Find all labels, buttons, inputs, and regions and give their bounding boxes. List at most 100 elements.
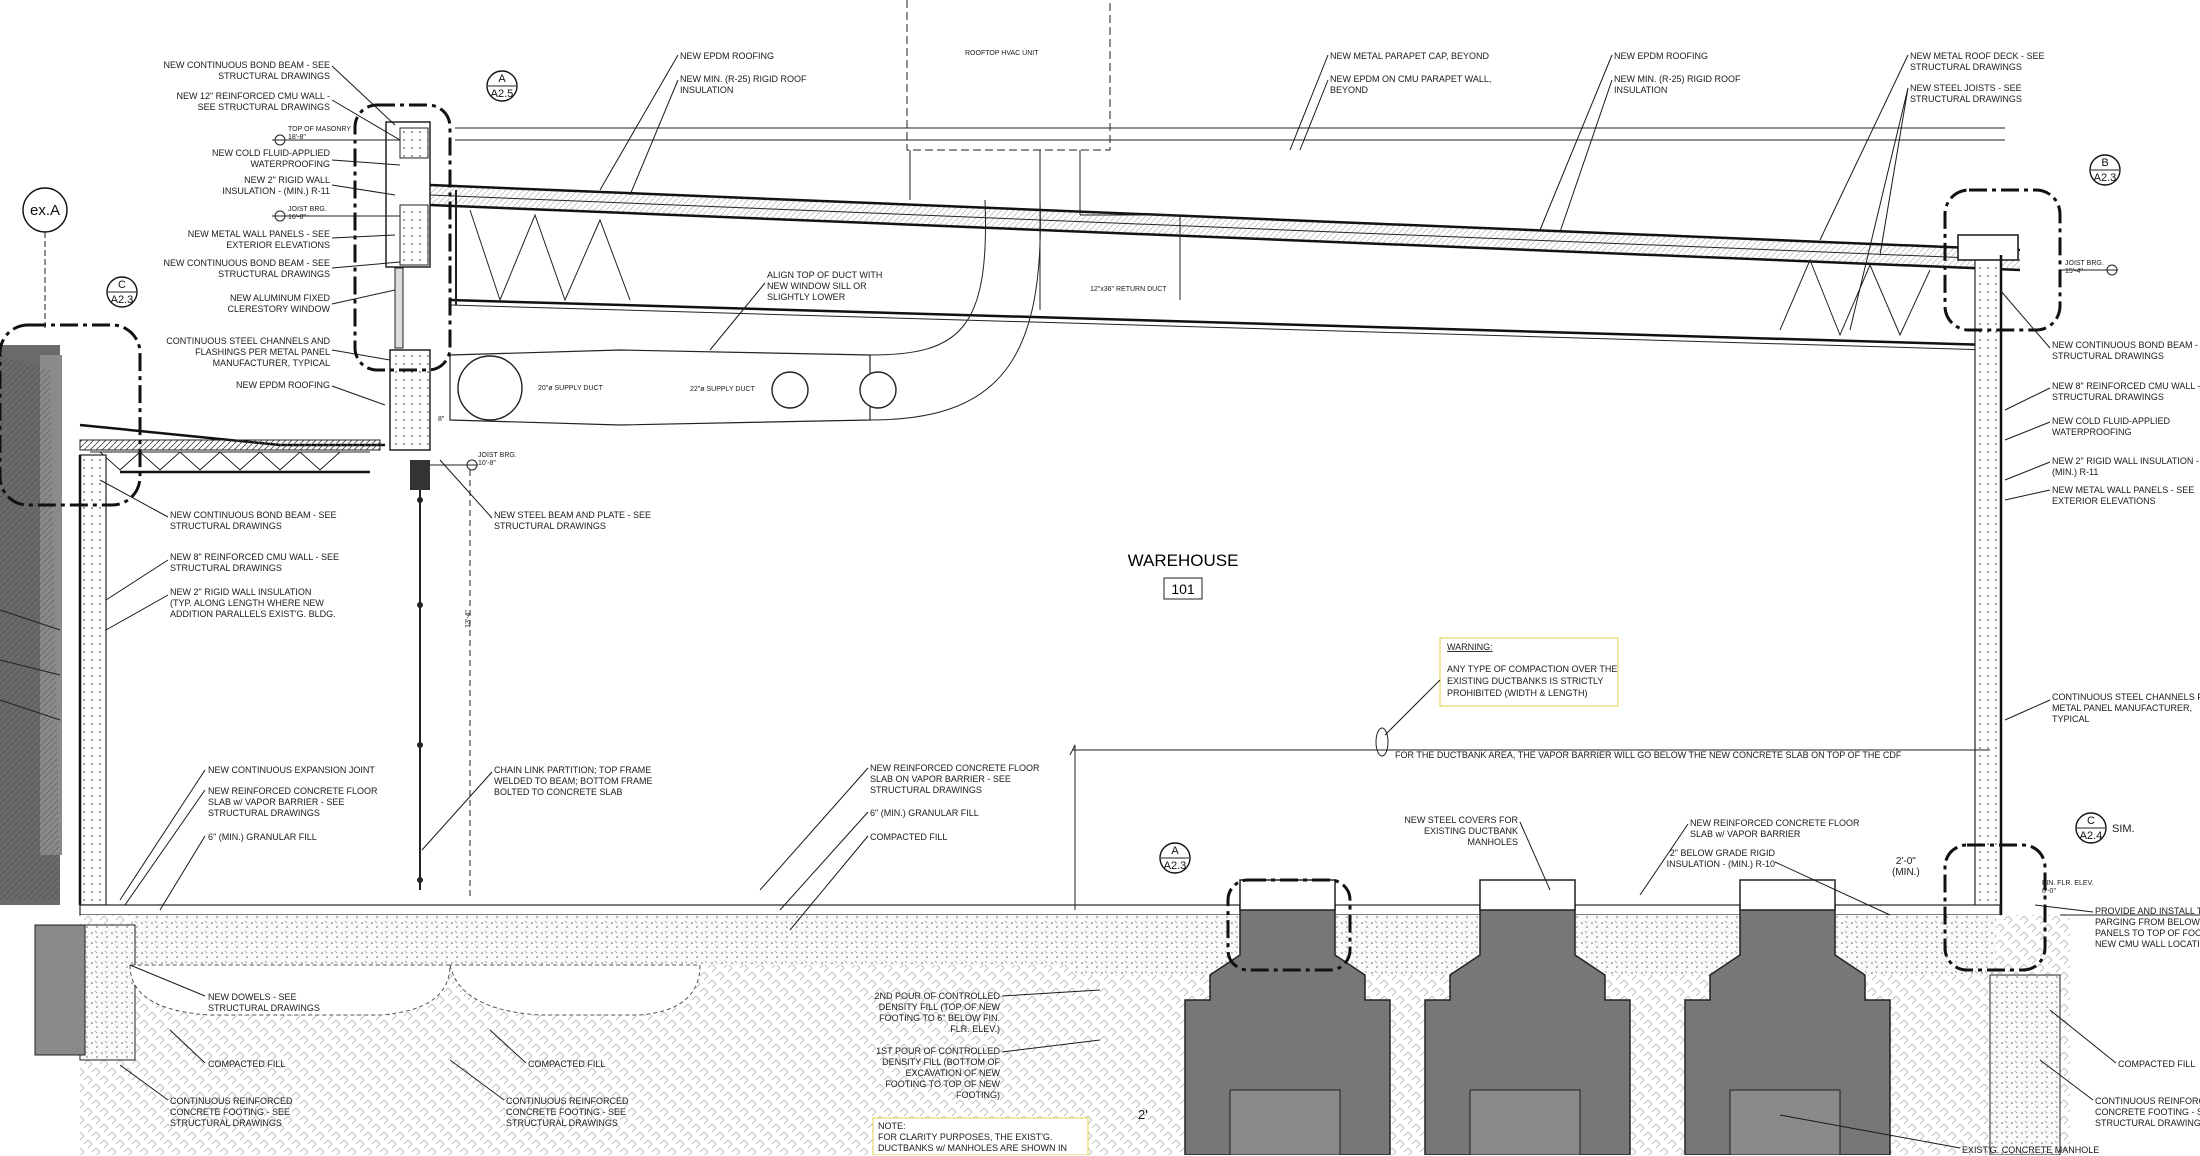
svg-text:A2.5: A2.5 (491, 88, 514, 100)
elev-joist-brg-right: JOIST BRG.15'-4" (2065, 260, 2104, 275)
svg-text:A: A (1171, 845, 1179, 857)
supply-duct (449, 199, 1041, 426)
note-clarity: NOTE:FOR CLARITY PURPOSES, THE EXIST'G.D… (878, 1121, 1068, 1153)
note-epdm-left: NEW EPDM ROOFING (236, 380, 330, 390)
note-manhole: EXIST'G. CONCRETE MANHOLE (1962, 1145, 2100, 1155)
svg-text:A: A (498, 73, 506, 85)
roof-assembly (429, 183, 2021, 351)
note-rigid-insulation-right: NEW 2" RIGID WALL INSULATION -(MIN.) R-1… (2052, 456, 2199, 477)
note-compacted-fill-center: COMPACTED FILL (528, 1059, 606, 1069)
dim-13ft: 13'-4" (464, 610, 472, 628)
svg-text:A2.3: A2.3 (1164, 860, 1187, 872)
clerestory-wall (385, 121, 471, 900)
svg-text:A2.4: A2.4 (2080, 830, 2103, 842)
note-compacted-fill-center-2: COMPACTED FILL (870, 832, 948, 842)
label-return-duct: 12"x36" RETURN DUCT (1090, 286, 1167, 293)
right-cmu-wall (1957, 234, 2019, 976)
rooftop-unit-outline (455, 0, 2005, 310)
note-12in-cmu: NEW 12" REINFORCED CMU WALL -SEE STRUCTU… (176, 91, 330, 112)
note-epdm-top-1: NEW EPDM ROOFING (680, 51, 774, 61)
label-supply-duct-22: 22"ø SUPPLY DUCT (690, 386, 755, 393)
room-tag: WAREHOUSE 101 (1128, 551, 1239, 600)
note-granular-left: 6" (MIN.) GRANULAR FILL (208, 832, 317, 842)
room-name: WAREHOUSE (1128, 551, 1239, 570)
existing-building (0, 345, 62, 905)
dim-8in: 8" (438, 416, 445, 423)
room-number: 101 (1171, 581, 1195, 597)
svg-text:C: C (118, 279, 126, 291)
dim-2ft-min: 2'-0"(MIN.) (1892, 856, 1920, 878)
section-tag-c-right[interactable]: C A2.4 SIM. (2075, 812, 2135, 844)
ductbank-line (1069, 744, 1990, 910)
existing-building-low-roof (79, 423, 385, 474)
existing-ductbanks (1184, 879, 1891, 1155)
section-tag-ex-a[interactable]: ex.A (22, 187, 68, 330)
warning-note: WARNING: ANY TYPE OF COMPACTION OVER THE… (1375, 637, 1619, 757)
note-rigid-insulation-existing: NEW 2" RIGID WALL INSULATION(TYP. ALONG … (170, 587, 336, 619)
svg-text:C: C (2087, 815, 2095, 827)
section-tag-b-right[interactable]: B A2.3 (2089, 154, 2121, 186)
elev-fin-flr: FIN. FLR. ELEV.0'-0" (2042, 880, 2094, 895)
note-granular-center: 6" (MIN.) GRANULAR FILL (870, 808, 979, 818)
note-expansion-joint: NEW CONTINUOUS EXPANSION JOINT (208, 765, 375, 775)
label-supply-duct-20: 20"ø SUPPLY DUCT (538, 385, 603, 392)
dim-2ft: 2' (1138, 1107, 1148, 1122)
note-compacted-fill-left: COMPACTED FILL (208, 1059, 286, 1069)
note-parapet-cap: NEW METAL PARAPET CAP, BEYOND (1330, 51, 1490, 61)
svg-text:ex.A: ex.A (30, 202, 60, 219)
section-tag-a-bottom[interactable]: A A2.3 (1159, 842, 1191, 874)
note-epdm-top-2: NEW EPDM ROOFING (1614, 51, 1708, 61)
left-cmu-wall (79, 454, 107, 906)
note-compacted-fill-right: COMPACTED FILL (2118, 1059, 2196, 1069)
svg-text:EXISTING DUCTBANKS IS STRICTLY: EXISTING DUCTBANKS IS STRICTLY (1447, 676, 1603, 686)
note-parapet-epdm: NEW EPDM ON CMU PARAPET WALL,BEYOND (1330, 74, 1492, 95)
svg-text:SIM.: SIM. (2112, 823, 2135, 835)
elev-joist-brg-left-high: JOIST BRG.16'-8" (288, 206, 327, 221)
svg-text:A2.3: A2.3 (2094, 172, 2117, 184)
svg-text:A2.3: A2.3 (111, 294, 134, 306)
label-rooftop-unit: ROOFTOP HVAC UNIT (965, 50, 1039, 57)
svg-text:ANY TYPE OF COMPACTION OVER TH: ANY TYPE OF COMPACTION OVER THE (1447, 664, 1617, 674)
svg-text:B: B (2101, 157, 2108, 169)
section-tag-a-top[interactable]: A A2.5 (486, 70, 518, 102)
clarity-note (872, 1117, 1089, 1155)
section-tag-c-left[interactable]: C A2.3 (106, 276, 138, 308)
elev-joist-brg-left-low: JOIST BRG.10'-8" (478, 452, 517, 467)
note-8in-cmu-right: NEW 8" REINFORCED CMU WALL -STRUCTURAL D… (2052, 381, 2200, 402)
svg-text:PROHIBITED (WIDTH & LENGTH): PROHIBITED (WIDTH & LENGTH) (1447, 688, 1588, 698)
svg-text:WARNING:: WARNING: (1447, 642, 1493, 652)
